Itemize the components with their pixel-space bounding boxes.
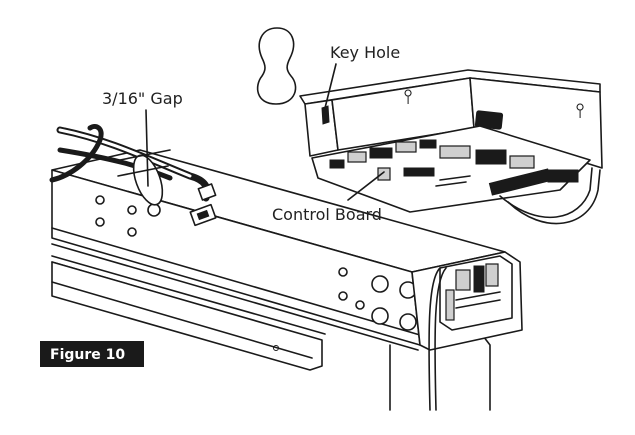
figure-label: Figure 10 [50,347,125,363]
key-hole-label: Key Hole [330,43,400,62]
control-box [299,69,603,225]
end-cap [411,251,523,411]
gap-leader [145,109,149,187]
control-board-label: Control Board [272,205,382,224]
key-hole-leader [323,63,337,113]
gap-label: 3/16" Gap [102,89,183,108]
keyhole-outline [256,27,297,105]
header-rail [51,149,506,411]
control-board-leader [347,171,385,201]
figure-badge: Figure 10 [40,341,144,367]
